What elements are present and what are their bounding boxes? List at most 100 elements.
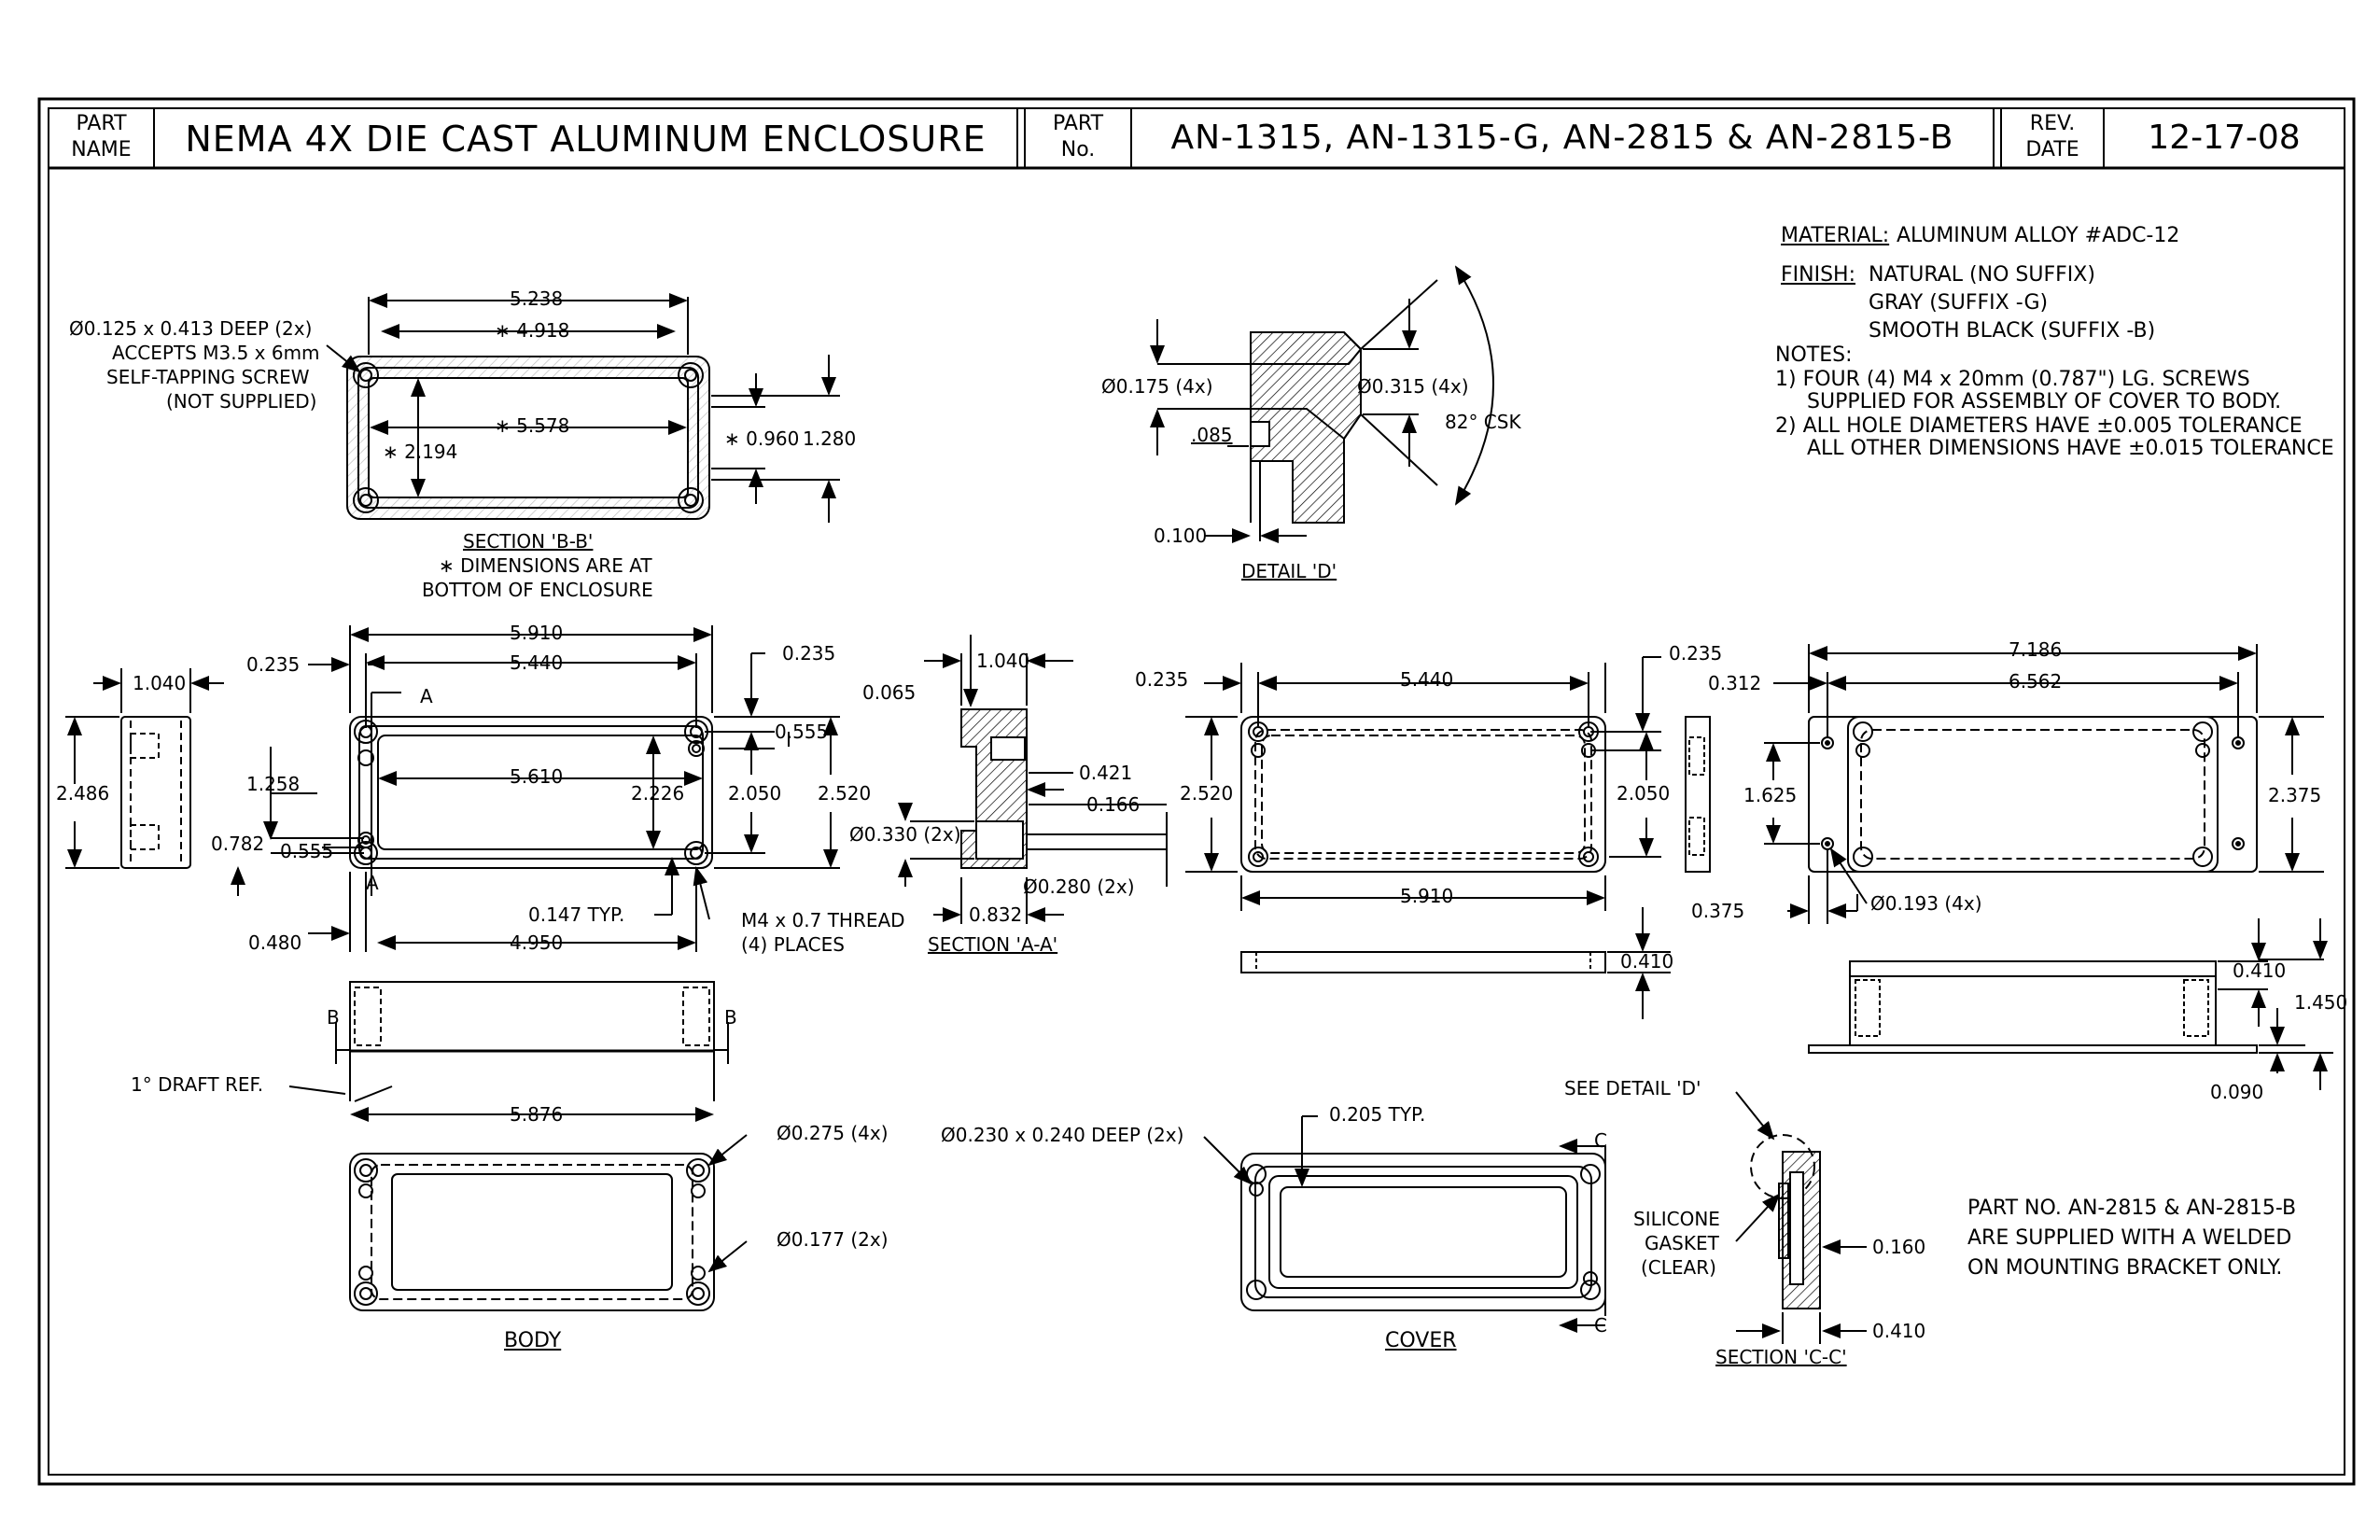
note-2a: 2) ALL HOLE DIAMETERS HAVE ±0.005 TOLERA… <box>1775 414 2303 438</box>
bracket-dim-1450: 1.450 <box>2294 991 2348 1014</box>
dim-csk: 82° CSK <box>1445 411 1521 433</box>
dim-0100: 0.100 <box>1154 525 1208 547</box>
cover-bottom-view <box>1203 1115 1606 1333</box>
part-name-label-1: PART <box>76 112 127 135</box>
dim-085: .085 <box>1191 424 1233 446</box>
aa-dim-0280: Ø0.280 (2x) <box>1023 875 1135 898</box>
section-aa-view <box>898 635 1168 924</box>
cover-dim-5440: 5.440 <box>1400 668 1454 691</box>
gasket-label-1: SILICONE <box>1633 1208 1720 1230</box>
section-cc-view <box>1735 1091 1867 1344</box>
notes-label: NOTES: <box>1775 343 1853 367</box>
dim-1280: 1.280 <box>803 427 857 450</box>
body-dim-0555: 0.555 <box>280 840 334 862</box>
bracket-note-3: ON MOUNTING BRACKET ONLY. <box>1967 1256 2283 1280</box>
section-bb-title: SECTION 'B-B' <box>463 530 594 553</box>
part-no-label-1: PART <box>1052 112 1104 135</box>
body-dim-0147: 0.147 TYP. <box>528 903 625 926</box>
section-c-marker-bottom: C <box>1594 1314 1607 1337</box>
cover-dim-0235r: 0.235 <box>1669 642 1723 665</box>
body-bottom-view <box>349 1134 748 1311</box>
aa-dim-0065: 0.065 <box>862 681 917 704</box>
dim-0175: Ø0.175 (4x) <box>1101 375 1213 398</box>
rev-date: 12-17-08 <box>2148 119 2301 157</box>
aa-dim-0166: 0.166 <box>1086 793 1141 816</box>
cover-dim-0230: Ø0.230 x 0.240 DEEP (2x) <box>941 1124 1184 1146</box>
body-front-view <box>288 981 729 1122</box>
detail-d-view <box>1150 265 1494 543</box>
finish-black: SMOOTH BLACK (SUFFIX -B) <box>1869 319 2156 343</box>
body-dim-5910: 5.910 <box>510 622 564 644</box>
cover-dim-5910: 5.910 <box>1400 885 1454 907</box>
body-dim-0782: 0.782 <box>211 833 265 855</box>
section-bb-view <box>326 293 840 523</box>
aa-dim-0421: 0.421 <box>1079 762 1133 784</box>
body-dim-0555r: 0.555 <box>775 721 829 743</box>
section-cc-title: SECTION 'C-C' <box>1715 1346 1847 1368</box>
front-dim-5876: 5.876 <box>510 1103 564 1126</box>
thread-note-1: M4 x 0.7 THREAD <box>741 909 905 931</box>
aa-dim-1040: 1.040 <box>976 650 1030 672</box>
cover-dim-0205: 0.205 TYP. <box>1329 1103 1426 1126</box>
section-a-marker-bottom: A <box>366 872 379 894</box>
bracket-dim-0193: Ø0.193 (4x) <box>1870 892 1982 915</box>
bracket-dim-0410: 0.410 <box>2233 959 2287 982</box>
cover-top-view <box>1185 656 1711 1019</box>
material-label: MATERIAL: <box>1781 224 1890 247</box>
finish-gray: GRAY (SUFFIX -G) <box>1869 291 2049 315</box>
see-detail-d: SEE DETAIL 'D' <box>1564 1077 1701 1099</box>
bb-hole-note-3: SELF-TAPPING SCREW <box>106 366 310 388</box>
note-1b: SUPPLIED FOR ASSEMBLY OF COVER TO BODY. <box>1807 390 2282 413</box>
side-dim-2486: 2.486 <box>56 782 110 805</box>
cover-dim-2050: 2.050 <box>1617 782 1671 805</box>
part-no-label-2: No. <box>1060 138 1096 161</box>
section-b-marker-left: B <box>327 1006 340 1029</box>
body-dim-4950: 4.950 <box>510 931 564 954</box>
bracket-note-2: ARE SUPPLIED WITH A WELDED <box>1967 1226 2292 1250</box>
bb-hole-note-4: (NOT SUPPLIED) <box>166 390 317 413</box>
cover-dim-0410: 0.410 <box>1620 950 1674 973</box>
bracket-top-view <box>1764 644 2333 1090</box>
cc-dim-0410: 0.410 <box>1872 1320 1926 1342</box>
note-1a: 1) FOUR (4) M4 x 20mm (0.787") LG. SCREW… <box>1775 368 2250 391</box>
part-name: NEMA 4X DIE CAST ALUMINUM ENCLOSURE <box>185 119 987 160</box>
body-side-view <box>65 668 224 869</box>
bracket-dim-2375: 2.375 <box>2268 784 2322 806</box>
dim-0960: ∗ 0.960 <box>724 427 800 450</box>
section-c-marker-top: C <box>1594 1129 1607 1152</box>
body-dim-0235r: 0.235 <box>782 642 836 665</box>
note-2b: ALL OTHER DIMENSIONS HAVE ±0.015 TOLERAN… <box>1807 437 2334 460</box>
section-bb-note-2: BOTTOM OF ENCLOSURE <box>422 579 653 601</box>
bracket-note-1: PART NO. AN-2815 & AN-2815-B <box>1967 1197 2297 1220</box>
part-name-label-2: NAME <box>71 138 132 161</box>
body-view-title: BODY <box>504 1329 562 1352</box>
body-dim-5440: 5.440 <box>510 651 564 674</box>
bb-hole-note-1: Ø0.125 x 0.413 DEEP (2x) <box>69 317 313 340</box>
finish-natural: NATURAL (NO SUFFIX) <box>1869 263 2095 287</box>
side-dim-1040: 1.040 <box>133 672 187 694</box>
bb-hole-note-2: ACCEPTS M3.5 x 6mm <box>112 342 320 364</box>
bracket-dim-0090: 0.090 <box>2210 1081 2264 1103</box>
part-number: AN-1315, AN-1315-G, AN-2815 & AN-2815-B <box>1170 119 1954 157</box>
aa-dim-0832: 0.832 <box>969 903 1023 926</box>
inner-border <box>48 107 2345 1476</box>
dim-4918: ∗ 4.918 <box>495 319 570 342</box>
body-dim-2050: 2.050 <box>728 782 782 805</box>
body-top-view <box>231 625 840 952</box>
cover-dim-0235: 0.235 <box>1135 668 1189 691</box>
outer-border <box>37 97 2356 1486</box>
thread-note-2: (4) PLACES <box>741 933 845 956</box>
bottom-dim-0275: Ø0.275 (4x) <box>777 1122 889 1144</box>
finish-label: FINISH: <box>1781 263 1856 287</box>
section-a-marker-top: A <box>420 685 433 707</box>
cover-dim-2520: 2.520 <box>1180 782 1234 805</box>
section-aa-title: SECTION 'A-A' <box>928 933 1058 956</box>
rev-label-2: DATE <box>2025 138 2079 161</box>
bracket-dim-7186: 7.186 <box>2009 638 2063 661</box>
bracket-dim-0375: 0.375 <box>1691 900 1745 922</box>
dim-5578: ∗ 5.578 <box>495 414 570 437</box>
bracket-dim-1625: 1.625 <box>1743 784 1798 806</box>
aa-dim-0330: Ø0.330 (2x) <box>849 823 961 846</box>
